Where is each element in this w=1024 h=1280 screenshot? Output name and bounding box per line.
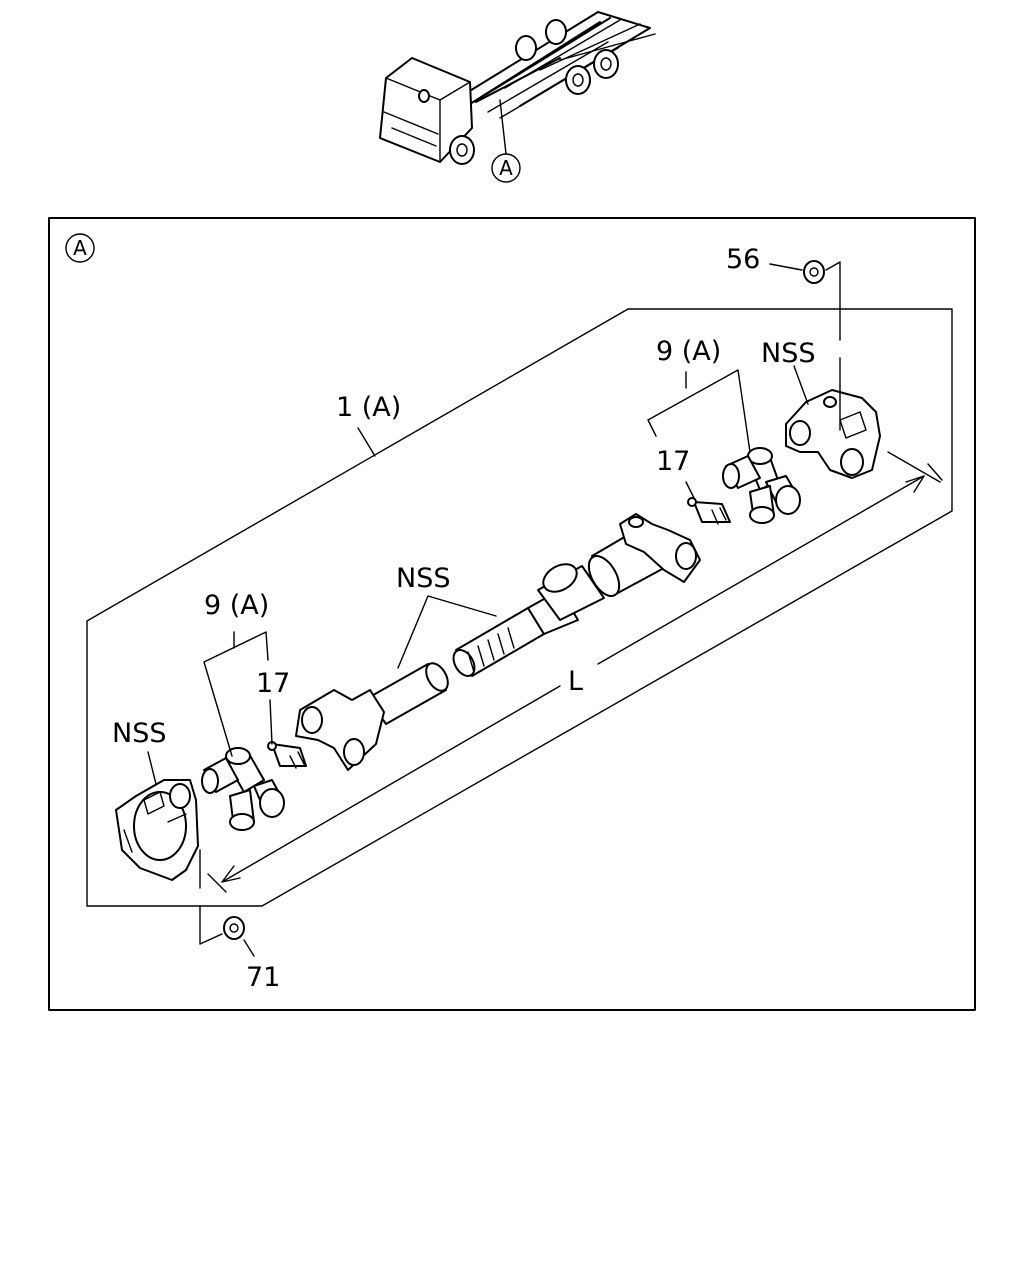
truck-overview: A <box>379 11 656 183</box>
right-spider <box>722 447 801 524</box>
leader-lines <box>147 261 841 957</box>
label-part-1: 1 (A) <box>336 392 401 423</box>
left-nut-71 <box>223 916 245 940</box>
callout-circle <box>491 153 521 183</box>
frame-letter: A <box>73 236 87 260</box>
assembly-bracket <box>86 308 953 907</box>
leader-part-1 <box>357 427 376 457</box>
label-part-56: 56 <box>726 244 760 275</box>
left-spider <box>201 747 285 831</box>
label-part-71: 71 <box>246 962 280 993</box>
label-nss-left: NSS <box>112 718 166 749</box>
right-grease-fitting <box>687 497 731 525</box>
dimension-L <box>207 451 943 893</box>
label-part-9-left: 9 (A) <box>204 590 269 621</box>
propeller-shaft <box>295 513 701 771</box>
label-part-17-left: 17 <box>256 668 290 699</box>
label-nss-right: NSS <box>761 338 815 369</box>
callout-letter: A <box>499 156 513 180</box>
label-nss-center: NSS <box>396 563 450 594</box>
right-nut-56 <box>803 260 825 284</box>
left-grease-fitting <box>267 741 307 769</box>
right-flange-yoke <box>785 389 881 479</box>
label-part-17-right: 17 <box>656 446 690 477</box>
frame-circle <box>65 233 95 263</box>
detail-frame <box>48 217 976 1011</box>
left-flange-yoke <box>115 779 199 881</box>
label-dimension-L: L <box>568 666 583 697</box>
label-part-9-right: 9 (A) <box>656 336 721 367</box>
